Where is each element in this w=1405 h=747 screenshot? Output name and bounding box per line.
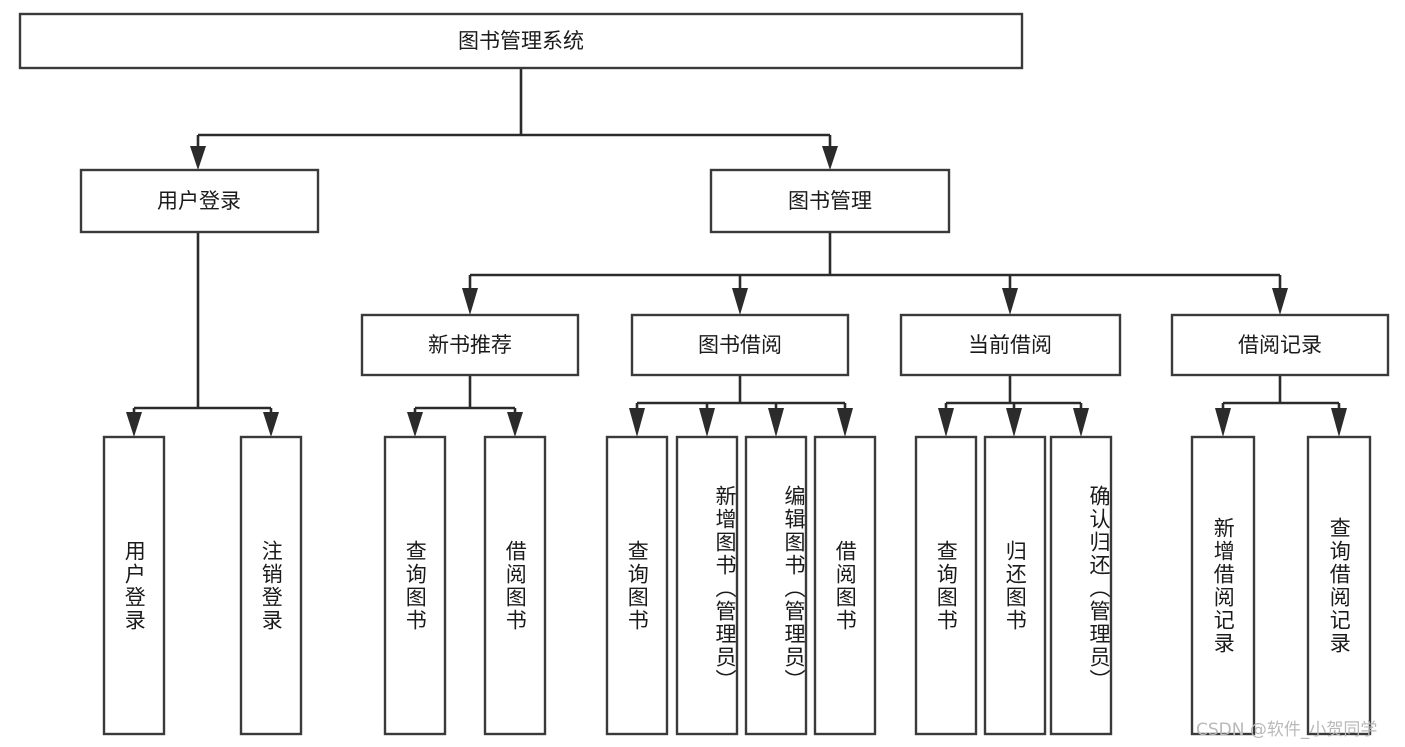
leaf-box-add-record[interactable]: [1190, 435, 1256, 736]
arrow-head-leaf-query-record: [1331, 408, 1347, 437]
arrow-head-current-borrow: [1002, 288, 1018, 315]
connector-group-book-borrow: [629, 375, 853, 437]
arrow-head-leaf-borrow-book-2: [837, 408, 853, 437]
arrow-head-leaf-add-book: [699, 408, 715, 437]
csdn-watermark: CSDN @软件_小贺同学: [1196, 720, 1378, 740]
leaf-box-add-book[interactable]: [675, 435, 739, 736]
leaf-label-query-book-3: 查询图书: [934, 539, 959, 632]
leaf-box-query-record[interactable]: [1306, 435, 1372, 736]
node-user-login-box[interactable]: [79, 168, 320, 234]
arrow-head-leaf-query-book-2: [629, 408, 645, 437]
leaf-box-borrow-book-2[interactable]: [813, 435, 877, 736]
node-book-manage-box[interactable]: [709, 168, 951, 234]
node-book-borrow-label: 图书借阅: [698, 333, 782, 357]
node-root-box[interactable]: [18, 12, 1024, 70]
arrow-head-leaf-borrow-book-1: [507, 412, 523, 437]
node-book-borrow-box[interactable]: [630, 313, 850, 377]
leaf-box-borrow-book-1[interactable]: [483, 435, 547, 736]
arrow-head-borrow-record: [1272, 288, 1288, 315]
arrow-head-leaf-query-book-1: [407, 412, 423, 437]
leaf-box-user-logout[interactable]: [239, 435, 303, 736]
node-borrow-record-label: 借阅记录: [1238, 333, 1322, 357]
leaf-box-query-book-3[interactable]: [914, 435, 978, 736]
node-current-borrow[interactable]: 当前借阅: [899, 313, 1122, 377]
leaf-box-query-book-1[interactable]: [383, 435, 447, 736]
arrow-head-leaf-confirm-return: [1073, 408, 1089, 437]
leaf-label-edit-book: 编辑图书（管理员）: [782, 485, 806, 692]
arrow-head-leaf-user-login: [126, 412, 142, 437]
connector-group-root: [190, 68, 838, 170]
leaf-label-query-book-2: 查询图书: [625, 539, 650, 632]
leaf-label-confirm-return: 确认归还（管理员）: [1087, 485, 1111, 692]
node-current-borrow-box[interactable]: [899, 313, 1122, 377]
node-new-book-rec-label: 新书推荐: [428, 333, 512, 357]
leaf-label-add-book: 新增图书（管理员）: [713, 485, 737, 692]
connector-group-user-login: [126, 232, 279, 437]
arrow-head-leaf-add-record: [1215, 408, 1231, 437]
arrow-head-book-manage: [822, 146, 838, 170]
arrow-head-user-login: [190, 146, 206, 170]
node-borrow-record[interactable]: 借阅记录: [1170, 313, 1390, 377]
leaf-label-borrow-book-2: 借阅图书: [833, 539, 858, 632]
leaf-label-user-login: 用户登录: [122, 539, 147, 632]
arrow-head-leaf-return-book: [1006, 408, 1022, 437]
arrow-head-leaf-edit-book: [768, 408, 784, 437]
node-root[interactable]: 图书管理系统: [18, 12, 1024, 70]
node-new-book-rec[interactable]: 新书推荐: [360, 313, 580, 377]
leaf-box-edit-book[interactable]: [744, 435, 808, 736]
leaf-label-borrow-book-1: 借阅图书: [503, 539, 528, 632]
arrow-head-leaf-query-book-3: [938, 408, 954, 437]
connector-group-new-book-rec: [407, 375, 523, 437]
node-current-borrow-label: 当前借阅: [968, 333, 1052, 357]
arrow-head-leaf-user-logout: [263, 412, 279, 437]
leaf-boxes: [102, 435, 1372, 736]
node-root-label: 图书管理系统: [458, 29, 584, 53]
arrow-head-book-borrow: [732, 288, 748, 315]
leaf-label-return-book: 归还图书: [1003, 539, 1028, 632]
leaf-box-query-book-2[interactable]: [605, 435, 669, 736]
leaf-box-user-login[interactable]: [102, 435, 166, 736]
connector-group-borrow-record: [1215, 375, 1347, 437]
node-book-borrow[interactable]: 图书借阅: [630, 313, 850, 377]
node-user-login-label: 用户登录: [157, 189, 241, 213]
connector-group-book-manage: [462, 232, 1288, 315]
connector-group-current-borrow: [938, 375, 1089, 437]
leaf-box-confirm-return[interactable]: [1049, 435, 1113, 736]
node-user-login[interactable]: 用户登录: [79, 168, 320, 234]
leaf-label-query-book-1: 查询图书: [403, 539, 428, 632]
node-book-manage-label: 图书管理: [788, 189, 872, 213]
leaf-label-user-logout: 注销登录: [259, 539, 284, 632]
leaf-label-add-record: 新增借阅记录: [1211, 516, 1236, 655]
node-new-book-rec-box[interactable]: [360, 313, 580, 377]
node-borrow-record-box[interactable]: [1170, 313, 1390, 377]
leaf-box-return-book[interactable]: [983, 435, 1047, 736]
leaf-label-query-record: 查询借阅记录: [1327, 516, 1352, 655]
node-book-manage[interactable]: 图书管理: [709, 168, 951, 234]
arrow-head-new-book-rec: [462, 288, 478, 315]
